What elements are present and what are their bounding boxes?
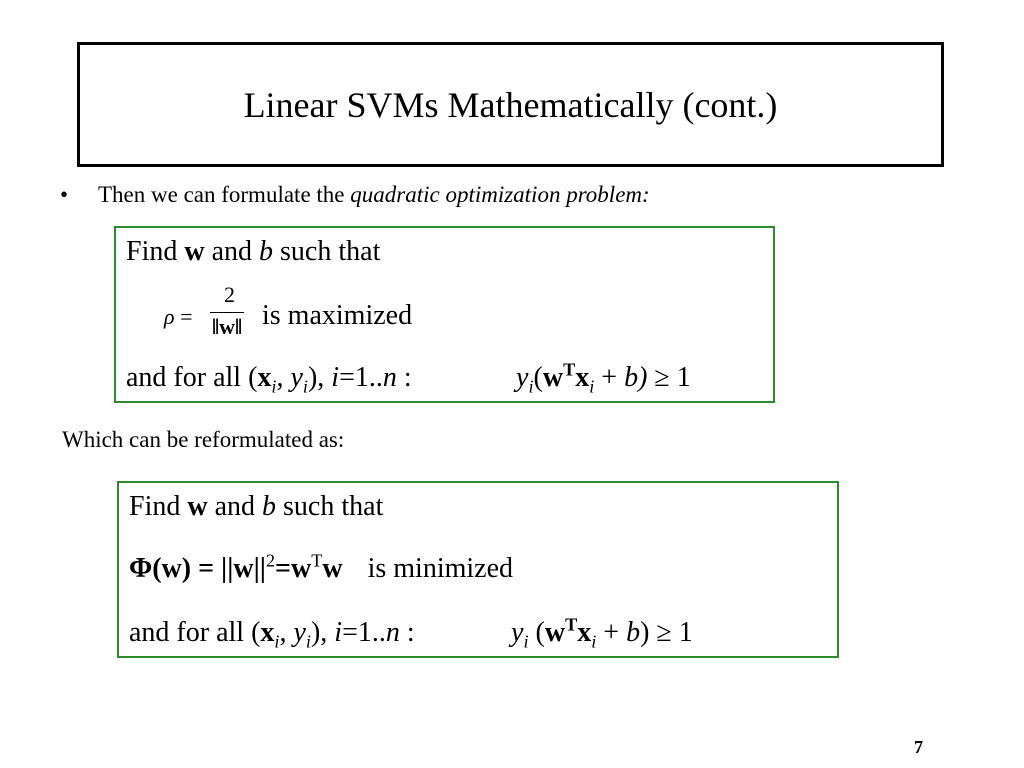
slide-title-box: Linear SVMs Mathematically (cont.) — [77, 42, 944, 167]
fraction-denominator: ‖w‖ — [212, 314, 243, 339]
fraction-numerator: 2 — [224, 282, 235, 307]
slide-title: Linear SVMs Mathematically (cont.) — [243, 84, 778, 125]
objective-line: Φ(w) = ||w||2=wTw is minimized — [129, 550, 514, 584]
find-line-2: Find w and b such that — [129, 491, 384, 522]
page-number: 7 — [914, 737, 923, 757]
constraint-inequality-2: yi (wTxi + b) ≥ 1 — [511, 614, 693, 652]
constraint-line-2: and for all (xi, yi), i=1..n : — [129, 617, 415, 652]
constraint-line: and for all (xi, yi), i=1..n : — [126, 362, 412, 397]
bullet-text: Then we can formulate the — [98, 182, 351, 207]
maximized-text: is maximized — [262, 300, 413, 331]
rho-symbol: ρ = — [164, 304, 193, 329]
fraction-bar — [210, 312, 244, 313]
margin-formula: ρ = 2 ‖w‖ — [164, 282, 254, 344]
bullet-text-italic: quadratic optimization problem: — [350, 182, 650, 207]
reformulated-problem-box: Find w and b such that Φ(w) = ||w||2=wTw… — [117, 481, 839, 658]
find-line: Find w and b such that — [126, 236, 381, 267]
constraint-inequality: yi(wTxi + b) ≥ 1 — [516, 359, 691, 397]
bullet-line: • Then we can formulate the quadratic opt… — [60, 182, 650, 208]
bullet-symbol: • — [60, 182, 69, 207]
reformulate-text: Which can be reformulated as: — [62, 427, 345, 452]
optimization-problem-box: Find w and b such that ρ = 2 ‖w‖ is maxi… — [114, 226, 775, 403]
